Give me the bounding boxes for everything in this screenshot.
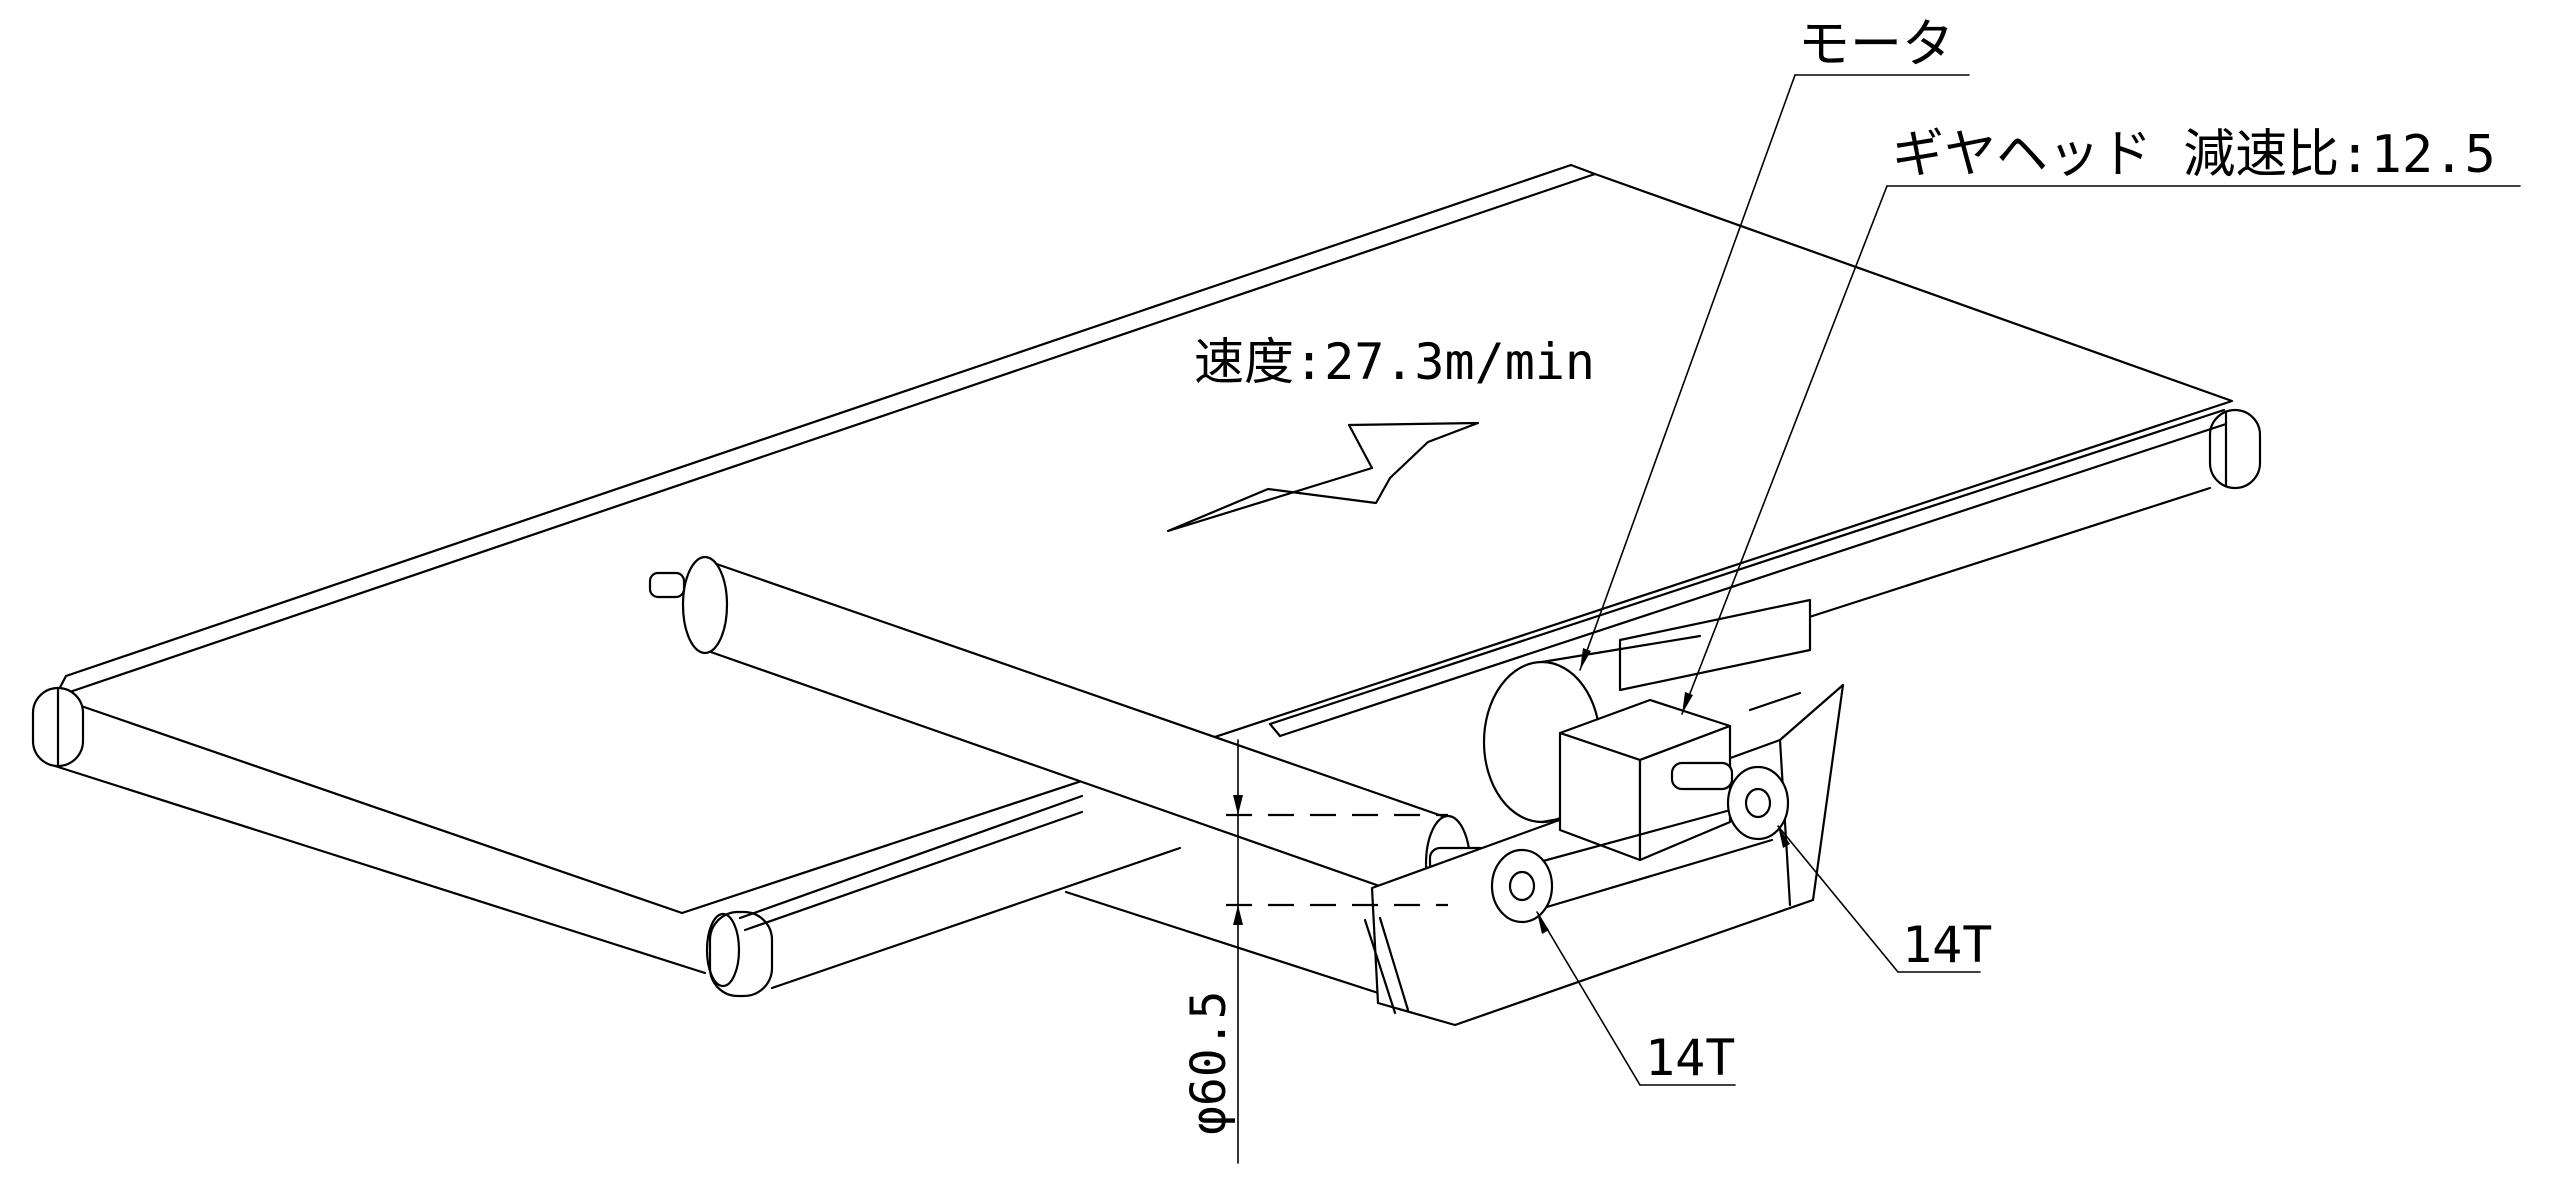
motor-label: モータ [1798, 15, 1954, 75]
sprocket-left-label: 14T [1645, 1029, 1735, 1087]
diameter-dimension [1226, 739, 1448, 1164]
gearhead [1558, 698, 1732, 862]
leader-lines [1536, 74, 2521, 1086]
right-end-pulley [2208, 408, 2262, 490]
direction-arrow [1166, 421, 1480, 533]
right-side-frame [1268, 408, 2228, 738]
left-end-pulley [31, 686, 707, 975]
gearhead-label: ギヤヘッド 減速比:12.5 [1892, 125, 2496, 185]
drive-chain [1490, 761, 1790, 924]
sprocket-right-label: 14T [1902, 916, 1992, 974]
bottom-return-frame [705, 794, 1402, 1002]
belt-top-surface [53, 163, 2234, 915]
diameter-label: φ60.5 [1181, 991, 1237, 1136]
speed-label: 速度:27.3m/min [1194, 333, 1595, 391]
